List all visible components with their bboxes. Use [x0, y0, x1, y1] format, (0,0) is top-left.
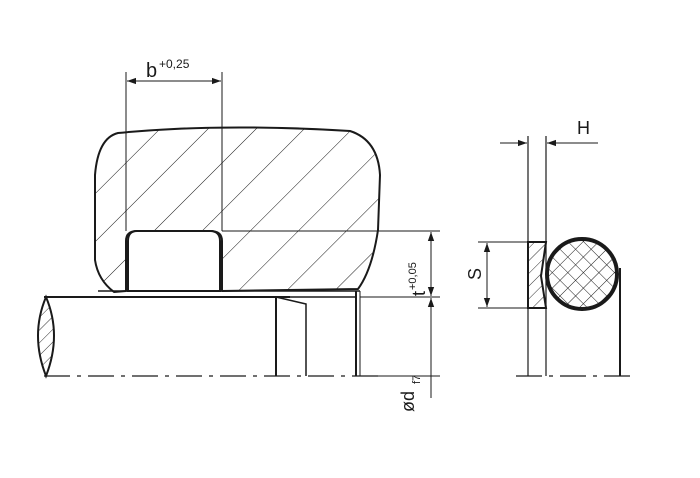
dimension-s-label: S	[465, 268, 485, 280]
dimension-t: t +0,05	[222, 230, 440, 298]
dimension-b-label: b	[146, 60, 157, 82]
dimension-s: S	[465, 241, 528, 309]
dimension-h-label: H	[577, 118, 590, 138]
seal-profile	[127, 230, 221, 292]
dimension-t-label: t	[409, 291, 429, 296]
dimension-b: b +0,25	[125, 57, 223, 231]
backup-ring	[527, 241, 548, 309]
shaft	[37, 290, 380, 379]
seal-cross-section-view	[516, 136, 636, 377]
dimension-b-tolerance: +0,25	[159, 57, 190, 71]
o-ring	[545, 237, 619, 311]
dimension-t-tolerance: +0,05	[407, 262, 419, 290]
dimension-d-label: ød	[398, 391, 418, 412]
dimension-d-tolerance: f7	[411, 375, 423, 384]
housing	[94, 126, 381, 293]
dimension-h: H	[500, 118, 598, 147]
dimension-d: ød f7	[360, 298, 440, 412]
